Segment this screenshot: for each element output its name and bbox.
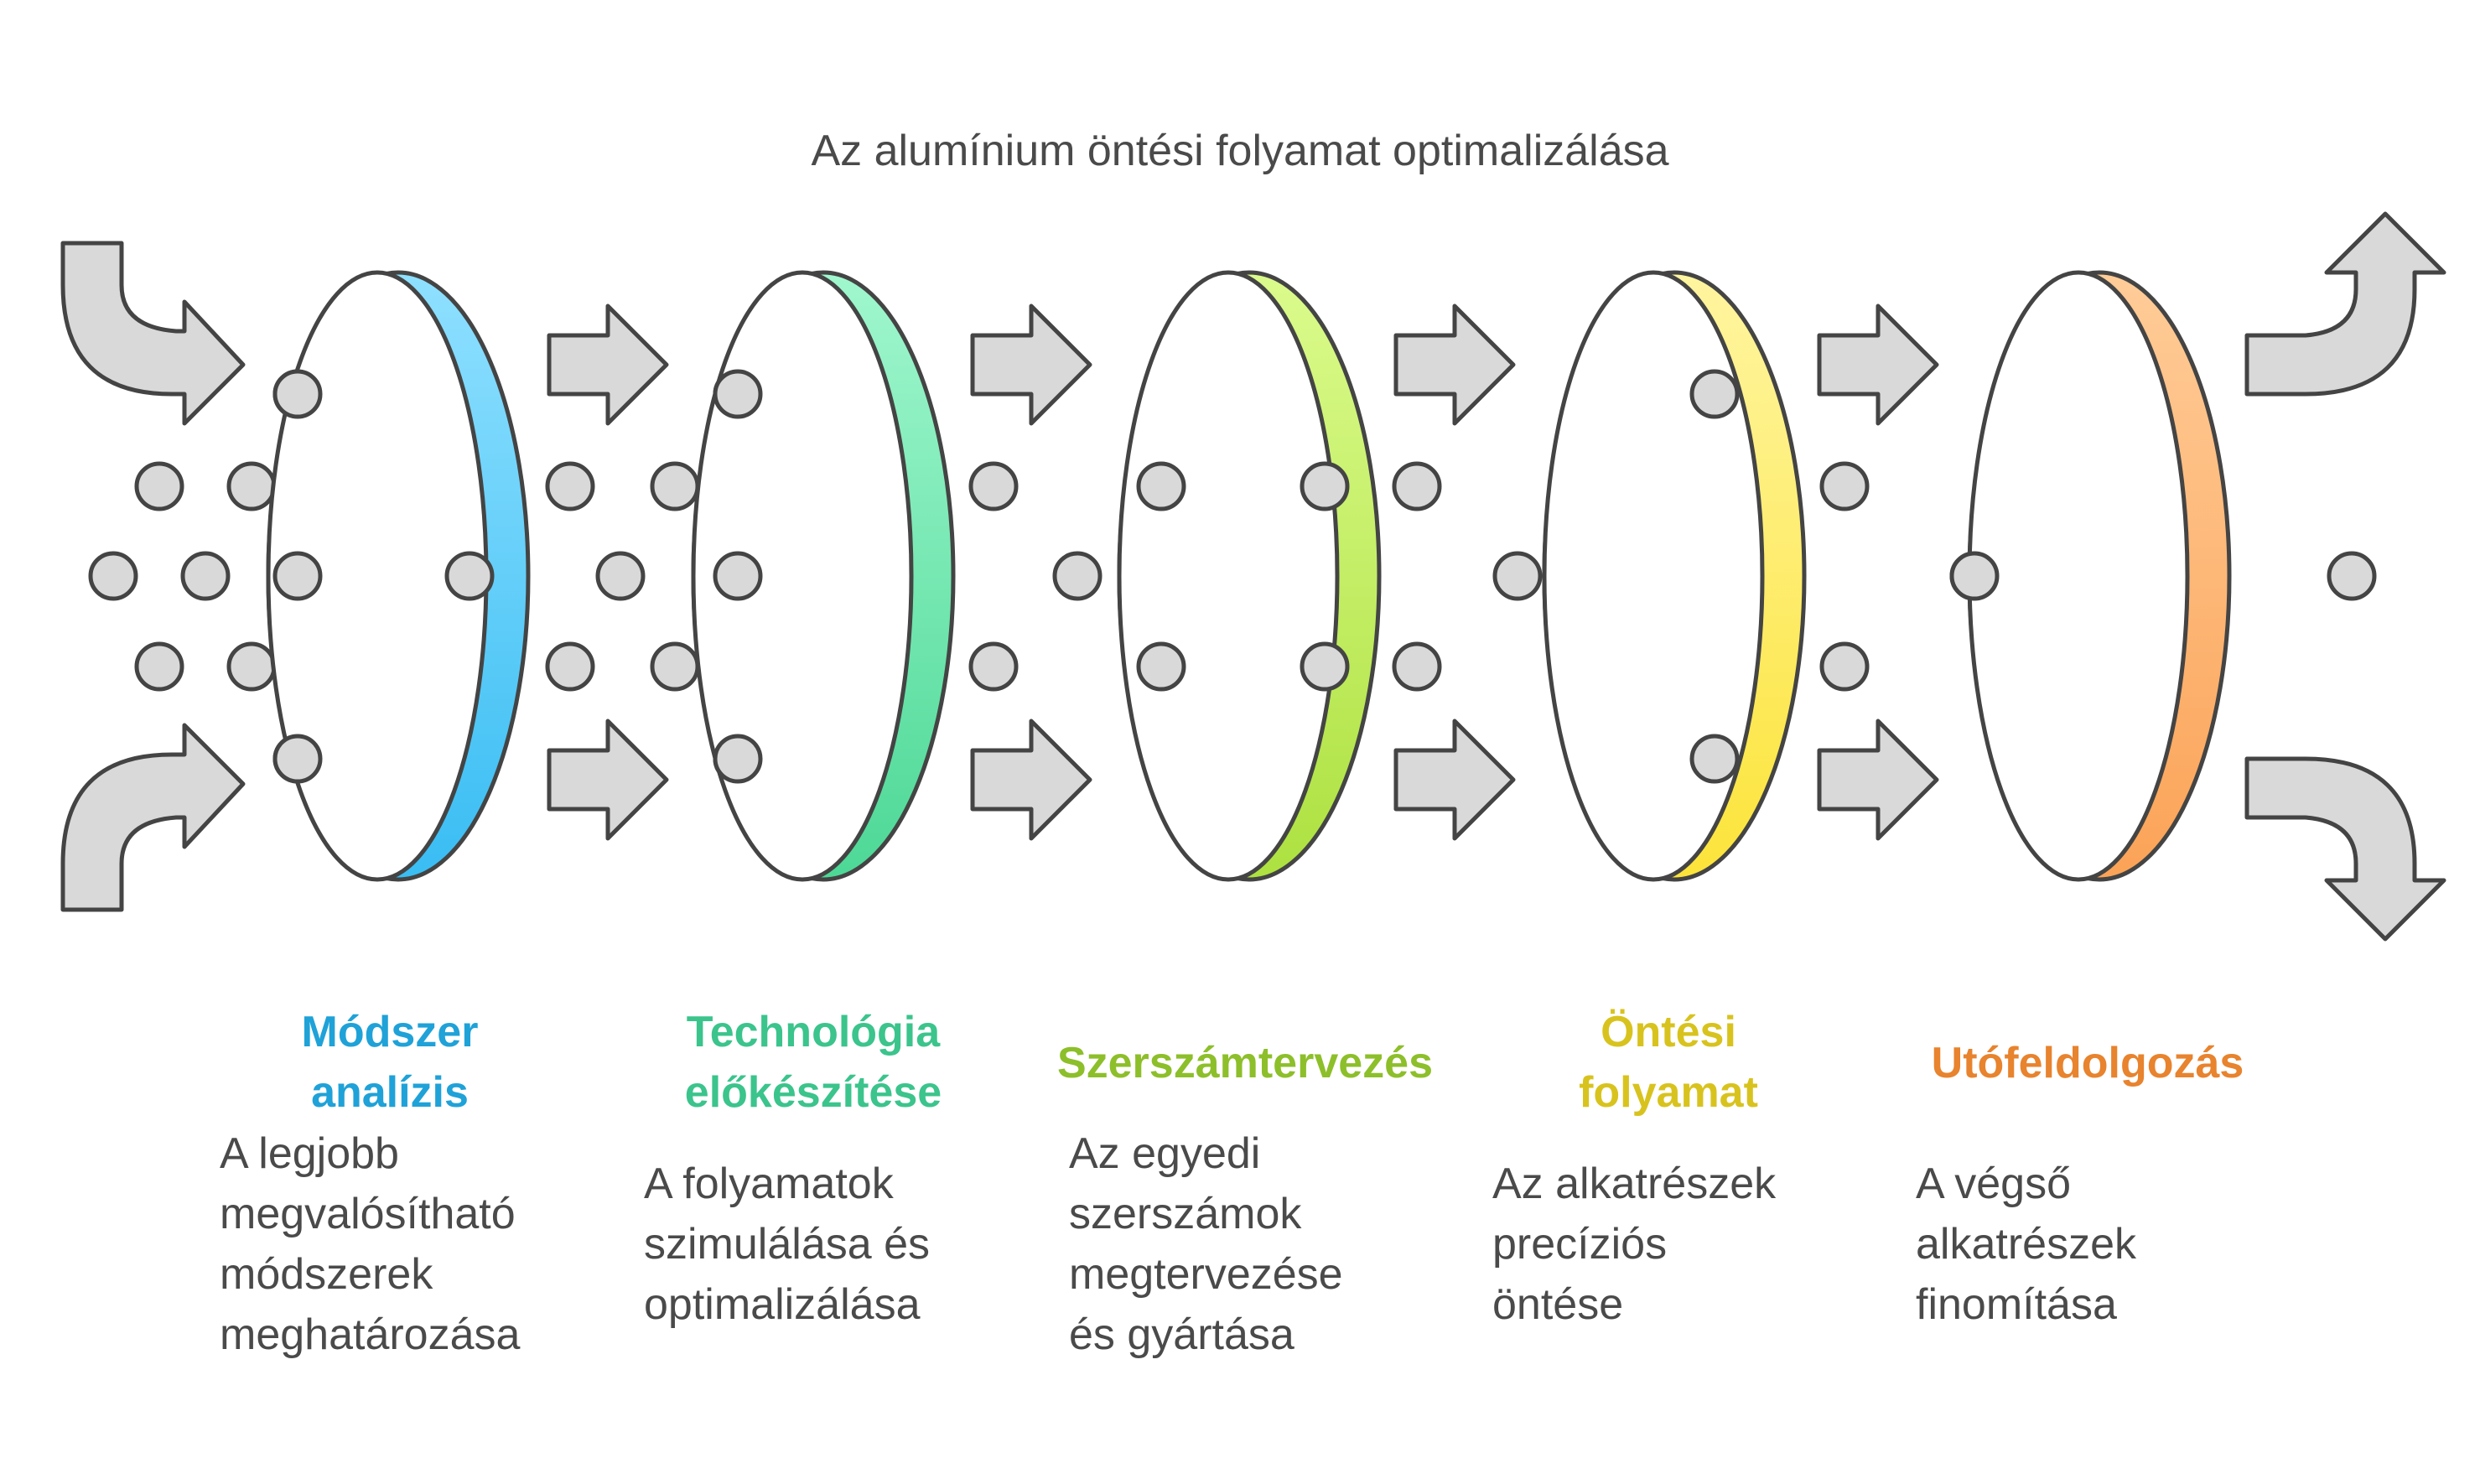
particle-dot <box>713 551 763 601</box>
filter-ring-4 <box>1542 270 1807 882</box>
curved-arrow-in-bottom <box>60 723 246 912</box>
particle-dot <box>272 734 323 784</box>
filter-ring-3 <box>1117 270 1382 882</box>
filter-ring-1 <box>266 270 531 882</box>
particle-dot <box>134 461 184 511</box>
particle-dot <box>650 641 700 692</box>
stage-description-1: A legjobb megvalósítható módszerek megha… <box>220 1129 521 1359</box>
particle-dot <box>1392 641 1442 692</box>
stage-description-5: A végső alkatrészek finomítása <box>1916 1160 2136 1329</box>
flow-arrow-5 <box>1393 304 1516 426</box>
curved-arrow-out-top <box>2244 211 2446 397</box>
flow-arrow-4 <box>970 719 1092 841</box>
particle-dot <box>2327 551 2377 601</box>
particle-dot <box>272 551 323 601</box>
particle-dot <box>713 369 763 419</box>
flow-arrow-2 <box>547 719 669 841</box>
particle-dot <box>1689 734 1740 784</box>
flow-arrow-3 <box>970 304 1092 426</box>
filter-ring-2 <box>691 270 956 882</box>
particle-dot <box>1949 551 2000 601</box>
flow-arrow-6 <box>1393 719 1516 841</box>
particle-dot <box>1300 461 1350 511</box>
particle-dot <box>1392 461 1442 511</box>
stage-title-4: Öntési folyamat <box>1579 1008 1758 1117</box>
particle-dot <box>968 461 1019 511</box>
curved-arrow-out-bottom <box>2244 756 2446 942</box>
particle-dot <box>1689 369 1740 419</box>
particle-dot <box>272 369 323 419</box>
particle-dot <box>545 461 595 511</box>
filter-ring-5 <box>1967 270 2232 882</box>
particle-dot <box>226 461 277 511</box>
stage-title-5: Utófeldolgozás <box>1931 1039 2244 1087</box>
particle-dot <box>1136 461 1186 511</box>
flow-arrow-7 <box>1817 304 1939 426</box>
particle-dot <box>1492 551 1543 601</box>
diagram-title: Az alumínium öntési folyamat optimalizál… <box>811 127 1669 175</box>
stage-description-2: A folyamatok szimulálása és optimalizálá… <box>644 1160 931 1329</box>
stage-title-2: Technológia előkészítése <box>684 1008 942 1117</box>
stage-description-4: Az alkatrészek precíziós öntése <box>1492 1160 1777 1329</box>
particle-dot <box>134 641 184 692</box>
particle-dot <box>1819 641 1870 692</box>
stage-title-1: Módszer analízis <box>301 1008 479 1117</box>
flow-arrow-8 <box>1817 719 1939 841</box>
particle-dot <box>88 551 138 601</box>
particle-dot <box>1136 641 1186 692</box>
stage-title-3: Szerszámtervezés <box>1056 1039 1434 1087</box>
stage-description-3: Az egyedi szerszámok megtervezése és gyá… <box>1069 1129 1343 1359</box>
particle-dot <box>713 734 763 784</box>
curved-arrow-in-top <box>60 241 246 426</box>
particle-dot <box>180 551 231 601</box>
particle-dot <box>1300 641 1350 692</box>
flow-arrow-1 <box>547 304 669 426</box>
particle-dot <box>226 641 277 692</box>
particle-dot <box>444 551 495 601</box>
particle-dot <box>595 551 646 601</box>
particle-dot <box>968 641 1019 692</box>
particle-dot <box>1819 461 1870 511</box>
particle-dot <box>650 461 700 511</box>
particle-dot <box>1052 551 1103 601</box>
particle-dot <box>545 641 595 692</box>
